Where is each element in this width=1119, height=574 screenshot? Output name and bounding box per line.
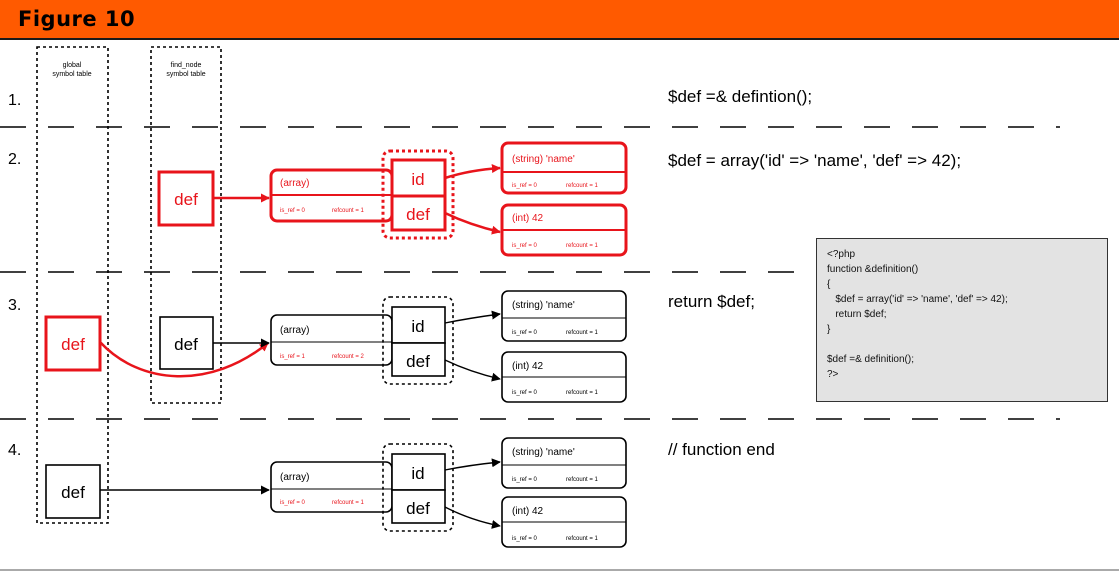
string-value-box <box>501 290 627 342</box>
is-ref-label: is_ref = 0 <box>512 390 538 396</box>
code-line: ?> <box>827 369 839 380</box>
array-type-label: (array) <box>280 472 309 483</box>
int-type-label: (int) 42 <box>512 213 544 224</box>
key-id-label: id <box>411 170 424 189</box>
is-ref-label: is_ref = 0 <box>512 183 538 189</box>
step-number: 1. <box>8 92 21 109</box>
arrow <box>444 211 501 235</box>
key-id-label: id <box>411 317 424 336</box>
find-node-column-label-line1: find_node <box>171 62 202 69</box>
def-variable-label: def <box>61 335 85 354</box>
reference-arrow <box>99 341 269 378</box>
refcount-label: refcount = 1 <box>566 330 599 336</box>
key-def-label: def <box>406 205 430 224</box>
arrow <box>444 506 501 529</box>
step-statement: // function end <box>668 440 775 459</box>
code-line: return $def; <box>827 309 887 320</box>
figure-header: Figure 10 <box>0 0 1119 40</box>
refcount-label: refcount = 2 <box>332 354 365 360</box>
code-line: <?php <box>827 249 856 260</box>
is-ref-label: is_ref = 0 <box>512 243 538 249</box>
int-type-label: (int) 42 <box>512 506 544 517</box>
find-node-column-label-line2: symbol table <box>166 71 205 78</box>
def-variable-label: def <box>174 190 198 209</box>
refcount-label: refcount = 1 <box>332 208 365 214</box>
is-ref-label: is_ref = 0 <box>280 208 306 214</box>
key-id-cell <box>391 306 446 344</box>
arrow <box>444 164 501 180</box>
refcount-label: refcount = 1 <box>566 477 599 483</box>
step-statement: $def =& defintion(); <box>668 87 812 106</box>
is-ref-label: is_ref = 0 <box>512 477 538 483</box>
refcount-label: refcount = 1 <box>566 183 599 189</box>
key-def-cell <box>391 342 446 377</box>
step-number: 4. <box>8 442 21 459</box>
hashtable-dotted-frame <box>381 149 455 240</box>
key-def-label: def <box>406 352 430 371</box>
step4-diagram: def (array) is_ref = 0 refcount = 1 id d… <box>45 437 627 548</box>
arrow <box>444 359 501 382</box>
is-ref-label: is_ref = 0 <box>512 330 538 336</box>
refcount-label: refcount = 1 <box>566 243 599 249</box>
code-line: } <box>827 324 831 335</box>
refcount-label: refcount = 1 <box>566 390 599 396</box>
step2-diagram: def (array) is_ref = 0 refcount = 1 id d… <box>157 141 628 257</box>
is-ref-label: is_ref = 0 <box>512 536 538 542</box>
find-node-symbol-table-column <box>150 46 222 404</box>
step-number: 2. <box>8 151 21 168</box>
array-type-label: (array) <box>280 325 309 336</box>
def-variable-label: def <box>61 483 85 502</box>
refcount-label: refcount = 1 <box>566 536 599 542</box>
global-column-label-line2: symbol table <box>52 71 91 78</box>
def-variable-label: def <box>174 335 198 354</box>
string-type-label: (string) 'name' <box>512 154 575 165</box>
key-def-label: def <box>406 499 430 518</box>
step-statement: return $def; <box>668 292 755 311</box>
step3-diagram: def def (array) is_ref = 1 refcount = 2 … <box>44 290 627 403</box>
refcount-label: refcount = 1 <box>332 500 365 506</box>
code-line: { <box>827 279 831 290</box>
global-symbol-table-column <box>36 46 109 524</box>
code-line: $def = array('id' => 'name', 'def' => 42… <box>827 294 1008 305</box>
step-number: 3. <box>8 297 21 314</box>
arrow <box>444 458 501 471</box>
string-value-box <box>501 437 627 489</box>
hashtable-dotted-frame <box>382 296 454 385</box>
code-line: $def =& definition(); <box>827 354 914 365</box>
step-statement: $def = array('id' => 'name', 'def' => 42… <box>668 151 961 170</box>
is-ref-label: is_ref = 1 <box>280 354 306 360</box>
code-line <box>827 337 1097 352</box>
code-line: function &definition() <box>827 264 919 275</box>
key-id-label: id <box>411 464 424 483</box>
global-column-label-line1: global <box>63 62 82 69</box>
int-type-label: (int) 42 <box>512 361 544 372</box>
hashtable-dotted-frame <box>382 443 454 532</box>
figure-title: Figure 10 <box>18 7 136 31</box>
key-id-cell <box>390 158 447 198</box>
arrow <box>444 310 501 324</box>
array-type-label: (array) <box>280 178 309 189</box>
string-value-box <box>500 141 628 195</box>
string-type-label: (string) 'name' <box>512 447 575 458</box>
global-def-variable-box <box>45 464 101 519</box>
is-ref-label: is_ref = 0 <box>280 500 306 506</box>
code-listing: <?php function &definition() { $def = ar… <box>816 238 1108 402</box>
string-type-label: (string) 'name' <box>512 300 575 311</box>
key-def-cell <box>391 489 446 524</box>
